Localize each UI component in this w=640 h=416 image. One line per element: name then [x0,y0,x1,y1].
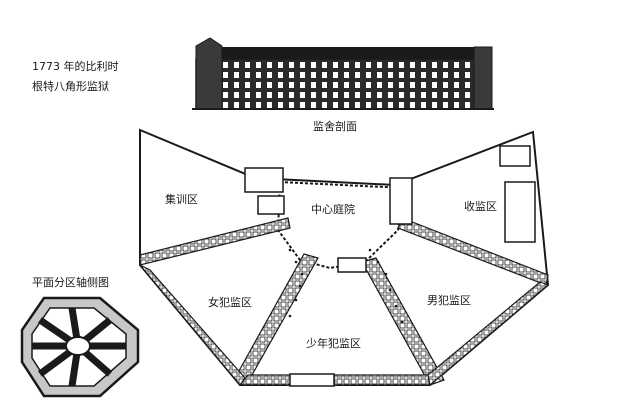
axonometric-label: 平面分区轴侧图 [32,276,109,289]
axonometric-octagon [20,296,140,398]
building-east-1 [499,145,531,167]
zone-women: 女犯监区 [208,296,252,309]
wing-south-outer [238,374,431,386]
wing-southwest [234,253,319,383]
zone-intake: 收监区 [464,200,497,213]
service-buildings [244,145,536,387]
zone-training: 集训区 [165,193,198,206]
building-center-south [337,257,367,273]
caption-year: 1773 年的比利时 [32,60,119,73]
building-east-2 [504,181,536,243]
elevation-end-wing-right [473,46,493,110]
radial-wings [139,217,550,387]
elevation-label: 监舍剖面 [313,120,357,133]
wing-southwest-outer [139,264,246,386]
central-courtyard-outline [276,180,407,270]
cell-block-elevation [192,37,494,110]
elevation-end-wing-left [195,37,223,110]
courtyard-dotted-paths [288,248,404,324]
building-west-gate [257,195,285,215]
zone-juvenile: 少年犯监区 [306,337,361,350]
building-south-gate [289,373,335,387]
wing-southeast-outer [427,281,550,387]
caption-title: 根特八角形监狱 [32,80,109,93]
axonometric-center-court [65,336,91,356]
elevation-roof [196,47,488,59]
building-nw [244,167,284,193]
zone-men: 男犯监区 [427,294,471,307]
building-ne [389,177,413,225]
zone-center-courtyard: 中心庭院 [311,203,355,216]
elevation-facade [195,58,489,110]
wing-west [139,217,291,266]
